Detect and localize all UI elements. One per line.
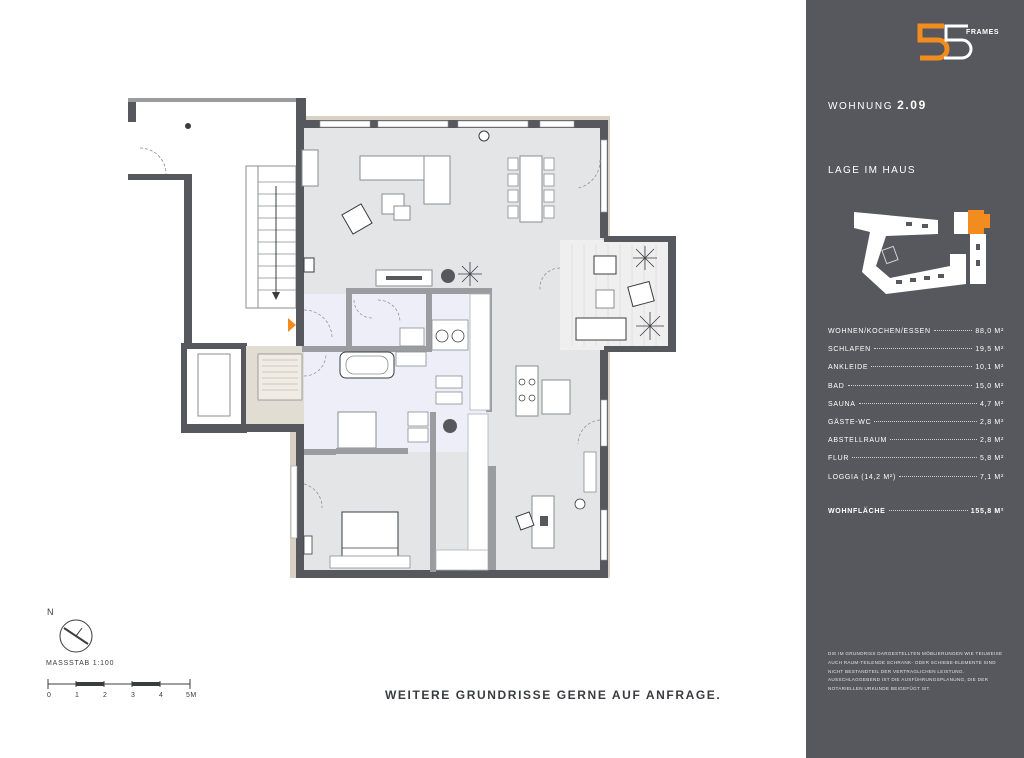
scale-tick-label: 4 <box>159 692 164 699</box>
room-area: 10,1 M² <box>975 364 1004 372</box>
brand-logo <box>917 23 973 61</box>
room-row: GÄSTE-WC 2,8 M² <box>828 419 1004 437</box>
room-row: SAUNA 4,7 M² <box>828 401 1004 419</box>
scale-tick-label: 0 <box>47 692 52 699</box>
dot-leader <box>874 420 977 422</box>
room-area: 2,8 M² <box>979 418 1004 426</box>
scale-bar <box>47 679 191 689</box>
room-row: FLUR 5,8 M² <box>828 455 1004 473</box>
apartment-label: WOHNUNG <box>828 101 894 112</box>
scale-tick-label: 3 <box>131 692 136 699</box>
total-area-row: WOHNFLÄCHE 155,8 M² <box>828 508 1004 526</box>
dot-leader <box>899 475 977 477</box>
room-name: ABSTELLRAUM <box>828 437 888 445</box>
disclaimer-text: DIE IM GRUNDRISS DARGESTELLTEN MÖBLIERUN… <box>828 651 1003 692</box>
room-name: GÄSTE-WC <box>828 418 872 426</box>
room-row: WOHNEN/KOCHEN/ESSEN 88,0 M² <box>828 328 1004 346</box>
room-area: 88,0 M² <box>975 328 1004 335</box>
room-area: 19,5 M² <box>975 346 1004 354</box>
scale-tick-label: 5M <box>186 692 197 699</box>
room-area: 2,8 M² <box>979 437 1004 445</box>
dot-leader <box>871 366 973 368</box>
room-row: SCHLAFEN 19,5 M² <box>828 346 1004 364</box>
dot-leader <box>873 348 973 350</box>
room-name: WOHNEN/KOCHEN/ESSEN <box>828 328 931 335</box>
room-name: SAUNA <box>828 400 856 408</box>
location-title: LAGE IM HAUS <box>828 165 916 176</box>
floor-plan-area: N MASSSTAB 1:100 0 1 2 3 4 5M WEITERE GR… <box>46 98 722 702</box>
room-name: ANKLEIDE <box>828 364 869 372</box>
room-area: 7,1 M² <box>979 473 1004 481</box>
compass-north-label: N <box>47 607 54 617</box>
room-name: LOGGIA (14,2 M²) <box>828 473 896 481</box>
total-name: WOHNFLÄCHE <box>828 507 886 515</box>
dot-leader <box>852 457 977 459</box>
room-area: 15,0 M² <box>975 382 1004 390</box>
total-area: 155,8 M² <box>970 507 1004 515</box>
room-name: FLUR <box>828 455 850 463</box>
request-note: WEITERE GRUNDRISSE GERNE AUF ANFRAGE. <box>385 688 722 702</box>
apartment-number: 2.09 <box>897 98 927 112</box>
room-area: 5,8 M² <box>979 455 1004 463</box>
room-row: BAD 15,0 M² <box>828 383 1004 401</box>
scale-tick-label: 1 <box>75 692 80 699</box>
room-area: 4,7 M² <box>979 400 1004 408</box>
room-row: ABSTELLRAUM 2,8 M² <box>828 437 1004 455</box>
scale-tick-label: 2 <box>103 692 108 699</box>
dot-leader <box>933 330 973 331</box>
brand-wordmark: FRAMES <box>966 29 1000 36</box>
dot-leader <box>890 439 977 441</box>
room-row: ANKLEIDE 10,1 M² <box>828 364 1004 382</box>
dot-leader <box>888 509 968 511</box>
room-name: SCHLAFEN <box>828 346 871 354</box>
room-area-list: WOHNEN/KOCHEN/ESSEN 88,0 M² SCHLAFEN 19,5 … <box>828 328 1004 526</box>
room-name: BAD <box>828 382 845 390</box>
dot-leader <box>858 402 977 404</box>
compass-icon <box>59 619 93 653</box>
scale-label: MASSSTAB 1:100 <box>46 660 115 667</box>
floor-plan <box>128 98 676 578</box>
site-location-map <box>854 210 990 294</box>
room-row: LOGGIA (14,2 M²) 7,1 M² <box>828 474 1004 492</box>
dot-leader <box>847 384 973 386</box>
